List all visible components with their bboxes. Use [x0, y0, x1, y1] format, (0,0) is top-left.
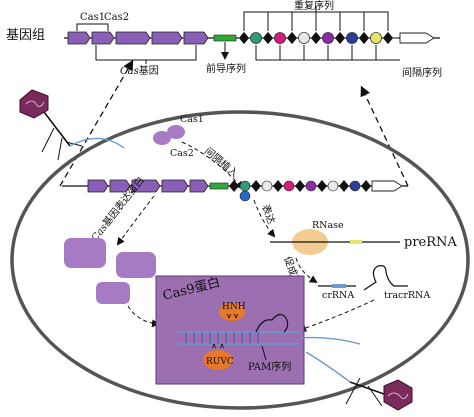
- protein-to-cas9-arrow: [127, 305, 160, 328]
- cas2-label-top: Cas2: [104, 12, 129, 23]
- cas1-protein: [153, 131, 171, 145]
- crispr-array-cell: [229, 180, 371, 202]
- ruvc-label: RUVC: [206, 357, 234, 367]
- phage-top-left: [19, 89, 125, 161]
- cas-protein-1: [64, 238, 106, 268]
- cell-cas-gene-arrows: [87, 179, 209, 193]
- rna-to-cas9-arrow: [298, 299, 375, 332]
- cas2-label: Cas2: [170, 148, 194, 159]
- tracrrna-label: tracrRNA: [384, 290, 430, 301]
- leader-label: 前导序列: [206, 62, 246, 75]
- cas1-label-top: Cas1: [80, 12, 105, 23]
- integration-label: 间隔植入: [202, 144, 241, 180]
- integration-arrow: [181, 141, 244, 190]
- cas-gene-arrows: [67, 31, 209, 45]
- hnh-label: HNH: [222, 302, 246, 312]
- prerna-spacer: [350, 240, 362, 244]
- spacer-label: 间隔序列: [402, 66, 442, 79]
- cas2-protein: [167, 125, 185, 139]
- leader-sequence: [213, 34, 237, 42]
- zoom-line-left: [59, 59, 134, 187]
- cas-protein-3: [96, 282, 130, 304]
- spacer-bracket: [255, 45, 377, 61]
- expression-arrow: [253, 199, 276, 238]
- hnh-domain: [219, 303, 245, 321]
- repeat-label: 重复序列: [294, 0, 334, 12]
- genome-label: 基因组: [6, 28, 45, 43]
- zoom-line-right: [360, 85, 409, 187]
- cell-gene-arrow-white: [371, 180, 403, 192]
- expression-label: 表达: [259, 203, 278, 226]
- gene-arrow-white: [399, 32, 435, 44]
- cas-genes-label: Cas基因: [120, 64, 159, 77]
- cas-genes-bracket: [95, 45, 197, 61]
- cas-protein-2: [116, 252, 156, 278]
- rnase-label: RNase: [312, 220, 344, 231]
- phage-bottom-right: [305, 351, 413, 411]
- pam-label: PAM序列: [248, 360, 291, 373]
- maturation-arrow: [295, 257, 318, 284]
- dna-strands: [178, 313, 361, 345]
- ruvc-domain: [203, 350, 233, 370]
- cell-leader-sequence: [209, 182, 229, 190]
- prerna-label: preRNA: [404, 235, 457, 250]
- cas1-label: Cas1: [180, 114, 204, 125]
- crrna-label: crRNA: [322, 290, 354, 301]
- cell-membrane: [10, 110, 470, 410]
- cas1-cas2-bracket: [76, 23, 109, 31]
- tracrrna-strand: [363, 265, 408, 291]
- crispr-array-top-spacers: [238, 28, 398, 48]
